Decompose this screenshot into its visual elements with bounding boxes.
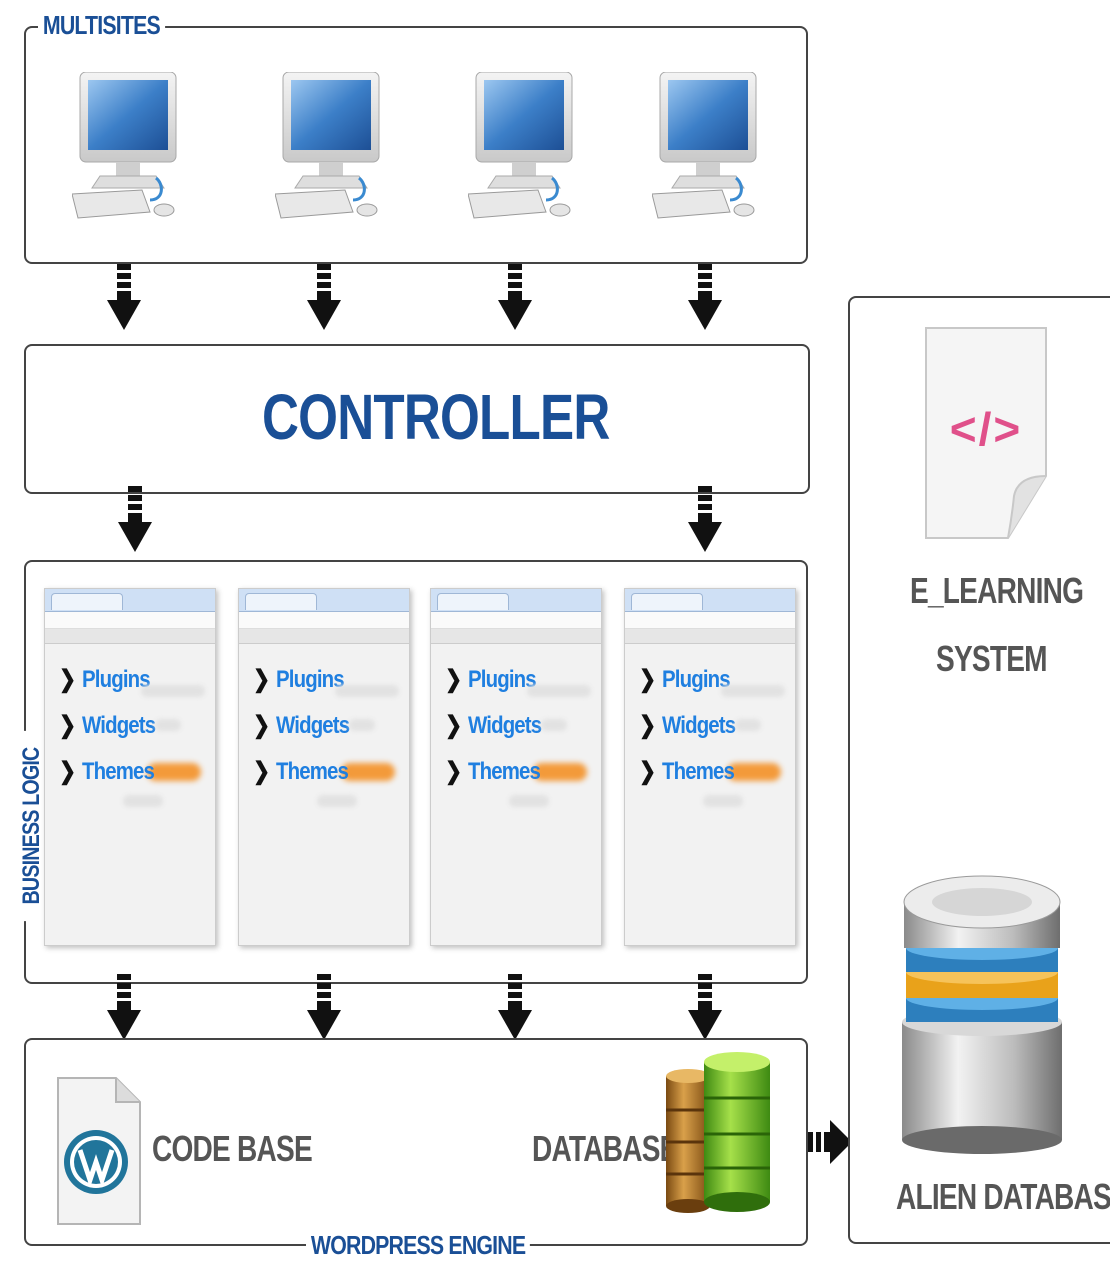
browser-window: ❯Plugins ❯Widgets ❯Themes — [624, 588, 796, 946]
controller-box — [24, 344, 810, 494]
computer-icon — [652, 72, 758, 220]
menu-item-widgets[interactable]: Widgets — [468, 712, 542, 739]
alien-database-icon — [902, 875, 1062, 1154]
flow-arrow-icon — [307, 974, 341, 1040]
menu-item-widgets[interactable]: Widgets — [662, 712, 736, 739]
system-label: SYSTEM — [936, 638, 1048, 679]
menu-item-themes[interactable]: Themes — [468, 758, 541, 785]
alien-database-label: ALIEN DATABASE — [896, 1176, 1110, 1217]
browser-window: ❯Plugins ❯Widgets ❯Themes — [238, 588, 410, 946]
business-logic-title: BUSINESS LOGIC — [18, 730, 46, 922]
menu-item-plugins[interactable]: Plugins — [662, 666, 731, 693]
multisites-title: MULTISITES — [38, 10, 165, 41]
flow-arrow-icon — [107, 264, 141, 330]
flow-arrow-icon — [688, 486, 722, 552]
browser-window: ❯Plugins ❯Widgets ❯Themes — [44, 588, 216, 946]
code-symbol: </> — [949, 403, 1023, 455]
flow-arrow-right-icon — [808, 1120, 852, 1164]
browser-window: ❯Plugins ❯Widgets ❯Themes — [430, 588, 602, 946]
flow-arrow-icon — [307, 264, 341, 330]
database-label: DATABASE — [532, 1128, 678, 1169]
flow-arrow-icon — [498, 974, 532, 1040]
flow-arrow-icon — [688, 264, 722, 330]
code-file-icon — [925, 327, 1047, 539]
flow-arrow-icon — [498, 264, 532, 330]
computer-icon — [275, 72, 381, 220]
menu-item-widgets[interactable]: Widgets — [82, 712, 156, 739]
computer-icon — [468, 72, 574, 220]
menu-item-plugins[interactable]: Plugins — [468, 666, 537, 693]
wordpress-file-icon — [57, 1077, 141, 1225]
menu-item-widgets[interactable]: Widgets — [276, 712, 350, 739]
menu-item-themes[interactable]: Themes — [82, 758, 155, 785]
wordpress-engine-title: WORDPRESS ENGINE — [306, 1230, 531, 1261]
menu-item-themes[interactable]: Themes — [662, 758, 735, 785]
flow-arrow-icon — [107, 974, 141, 1040]
computer-icon — [72, 72, 178, 220]
flow-arrow-icon — [118, 486, 152, 552]
menu-item-plugins[interactable]: Plugins — [276, 666, 345, 693]
database-icon — [666, 1052, 770, 1213]
controller-title: CONTROLLER — [262, 381, 610, 453]
menu-item-plugins[interactable]: Plugins — [82, 666, 151, 693]
menu-item-themes[interactable]: Themes — [276, 758, 349, 785]
flow-arrow-icon — [688, 974, 722, 1040]
e-learning-label: E_LEARNING — [910, 570, 1084, 611]
code-base-label: CODE BASE — [152, 1128, 313, 1169]
